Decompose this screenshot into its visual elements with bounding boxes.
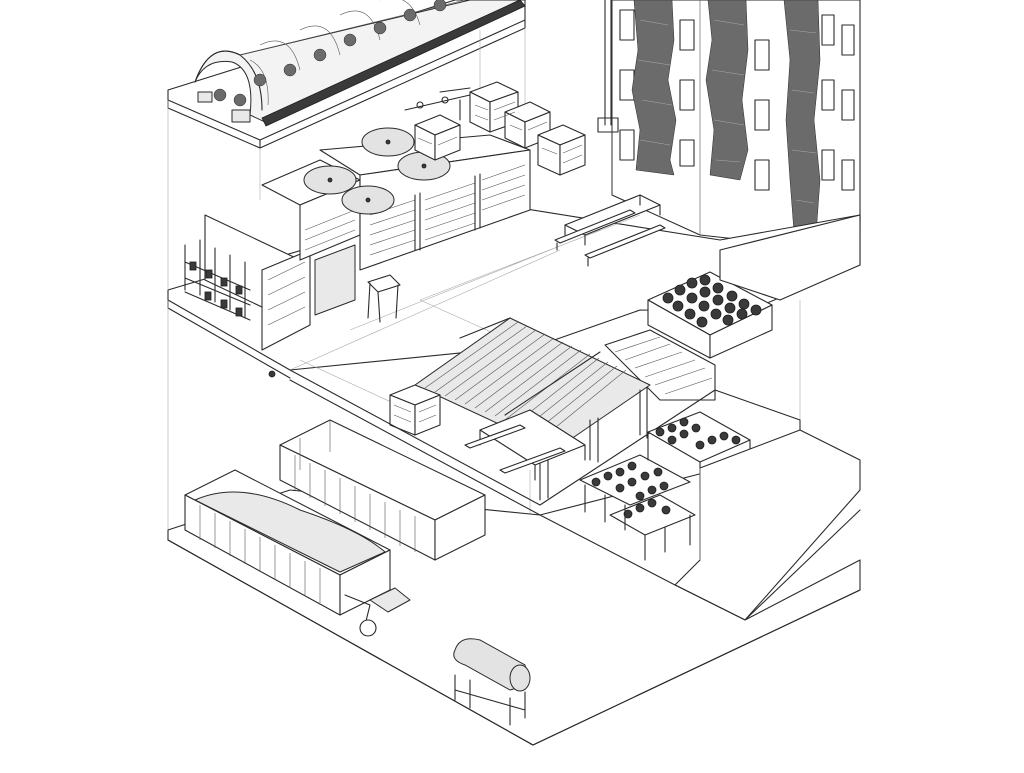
tree-planter (647, 271, 773, 359)
ibc-tank-lower (389, 384, 441, 436)
pipework (404, 87, 471, 121)
raised-terrace (719, 214, 861, 301)
stairs (604, 329, 716, 401)
compost-bins (184, 419, 486, 616)
picnic-tables-upper (554, 194, 666, 267)
planting-crates (579, 411, 751, 561)
compost-drum (453, 638, 531, 726)
picnic-tables-lower (464, 409, 586, 481)
water-tanks (303, 127, 451, 215)
workbench (367, 274, 401, 323)
storage-racks (184, 214, 311, 351)
rooftop-greenhouse (167, 0, 526, 149)
ibc-tanks-upper (414, 81, 586, 176)
green-facade-climbers (631, 0, 821, 236)
bollard-lights (268, 370, 276, 378)
wheelbarrow (344, 587, 411, 637)
